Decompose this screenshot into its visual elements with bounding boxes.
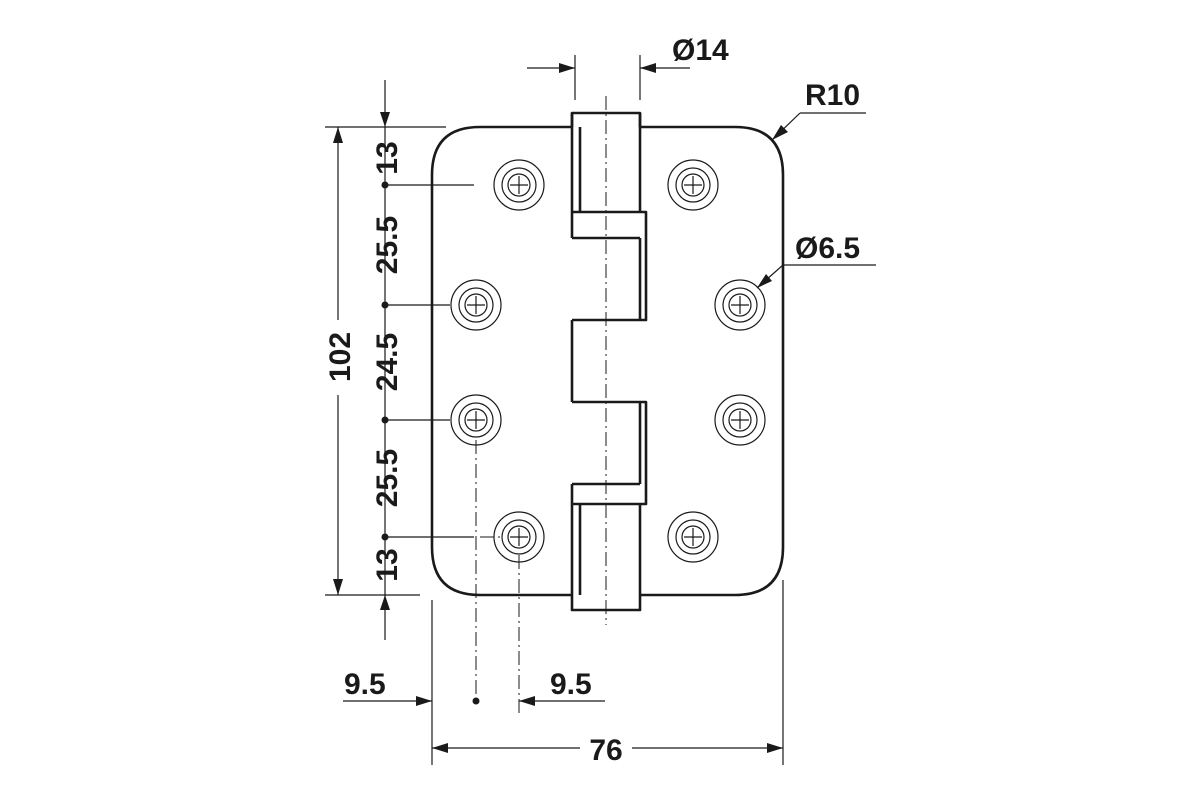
hinge-knuckles	[570, 111, 648, 612]
screw-hole	[493, 159, 545, 211]
vertical-dimension-chain: 13 25.5 24.5 25.5 13	[325, 80, 474, 640]
overall-width-dimension: 76	[432, 728, 783, 767]
dimension-label-76: 76	[589, 734, 622, 767]
screw-holes	[450, 159, 766, 563]
left-leaf-outline	[430, 125, 572, 597]
dimension-label-hole-diameter: Ø6.5	[795, 232, 860, 265]
screw-hole	[714, 279, 766, 331]
dimension-label-offset-left: 9.5	[344, 668, 386, 701]
edge-offset-dimensions: 9.5 9.5	[343, 580, 784, 765]
dimension-label-offset-right: 9.5	[550, 668, 592, 701]
overall-height-dimension: 102	[322, 127, 357, 595]
right-leaf-outline	[640, 125, 785, 597]
screw-hole	[450, 394, 502, 446]
screw-hole	[714, 394, 766, 446]
dimension-label-102: 102	[324, 332, 357, 382]
dimension-label-corner-radius: R10	[805, 79, 860, 112]
dimension-label-pin-diameter: Ø14	[672, 34, 729, 67]
dimension-label-13-bottom: 13	[371, 548, 404, 581]
hole-diameter-dimension: Ø6.5	[756, 232, 876, 289]
dimension-label-24-5: 24.5	[371, 333, 404, 391]
pin-diameter-dimension: Ø14	[527, 34, 729, 100]
screw-hole	[667, 511, 719, 563]
dimension-label-25-5-top: 25.5	[371, 216, 404, 274]
dimension-label-13-top: 13	[371, 141, 404, 174]
dimension-label-25-5-bottom: 25.5	[371, 449, 404, 507]
screw-hole	[493, 511, 545, 563]
hole-centerlines	[475, 440, 520, 715]
screw-hole	[450, 279, 502, 331]
corner-radius-dimension: R10	[771, 79, 866, 141]
screw-hole	[667, 159, 719, 211]
